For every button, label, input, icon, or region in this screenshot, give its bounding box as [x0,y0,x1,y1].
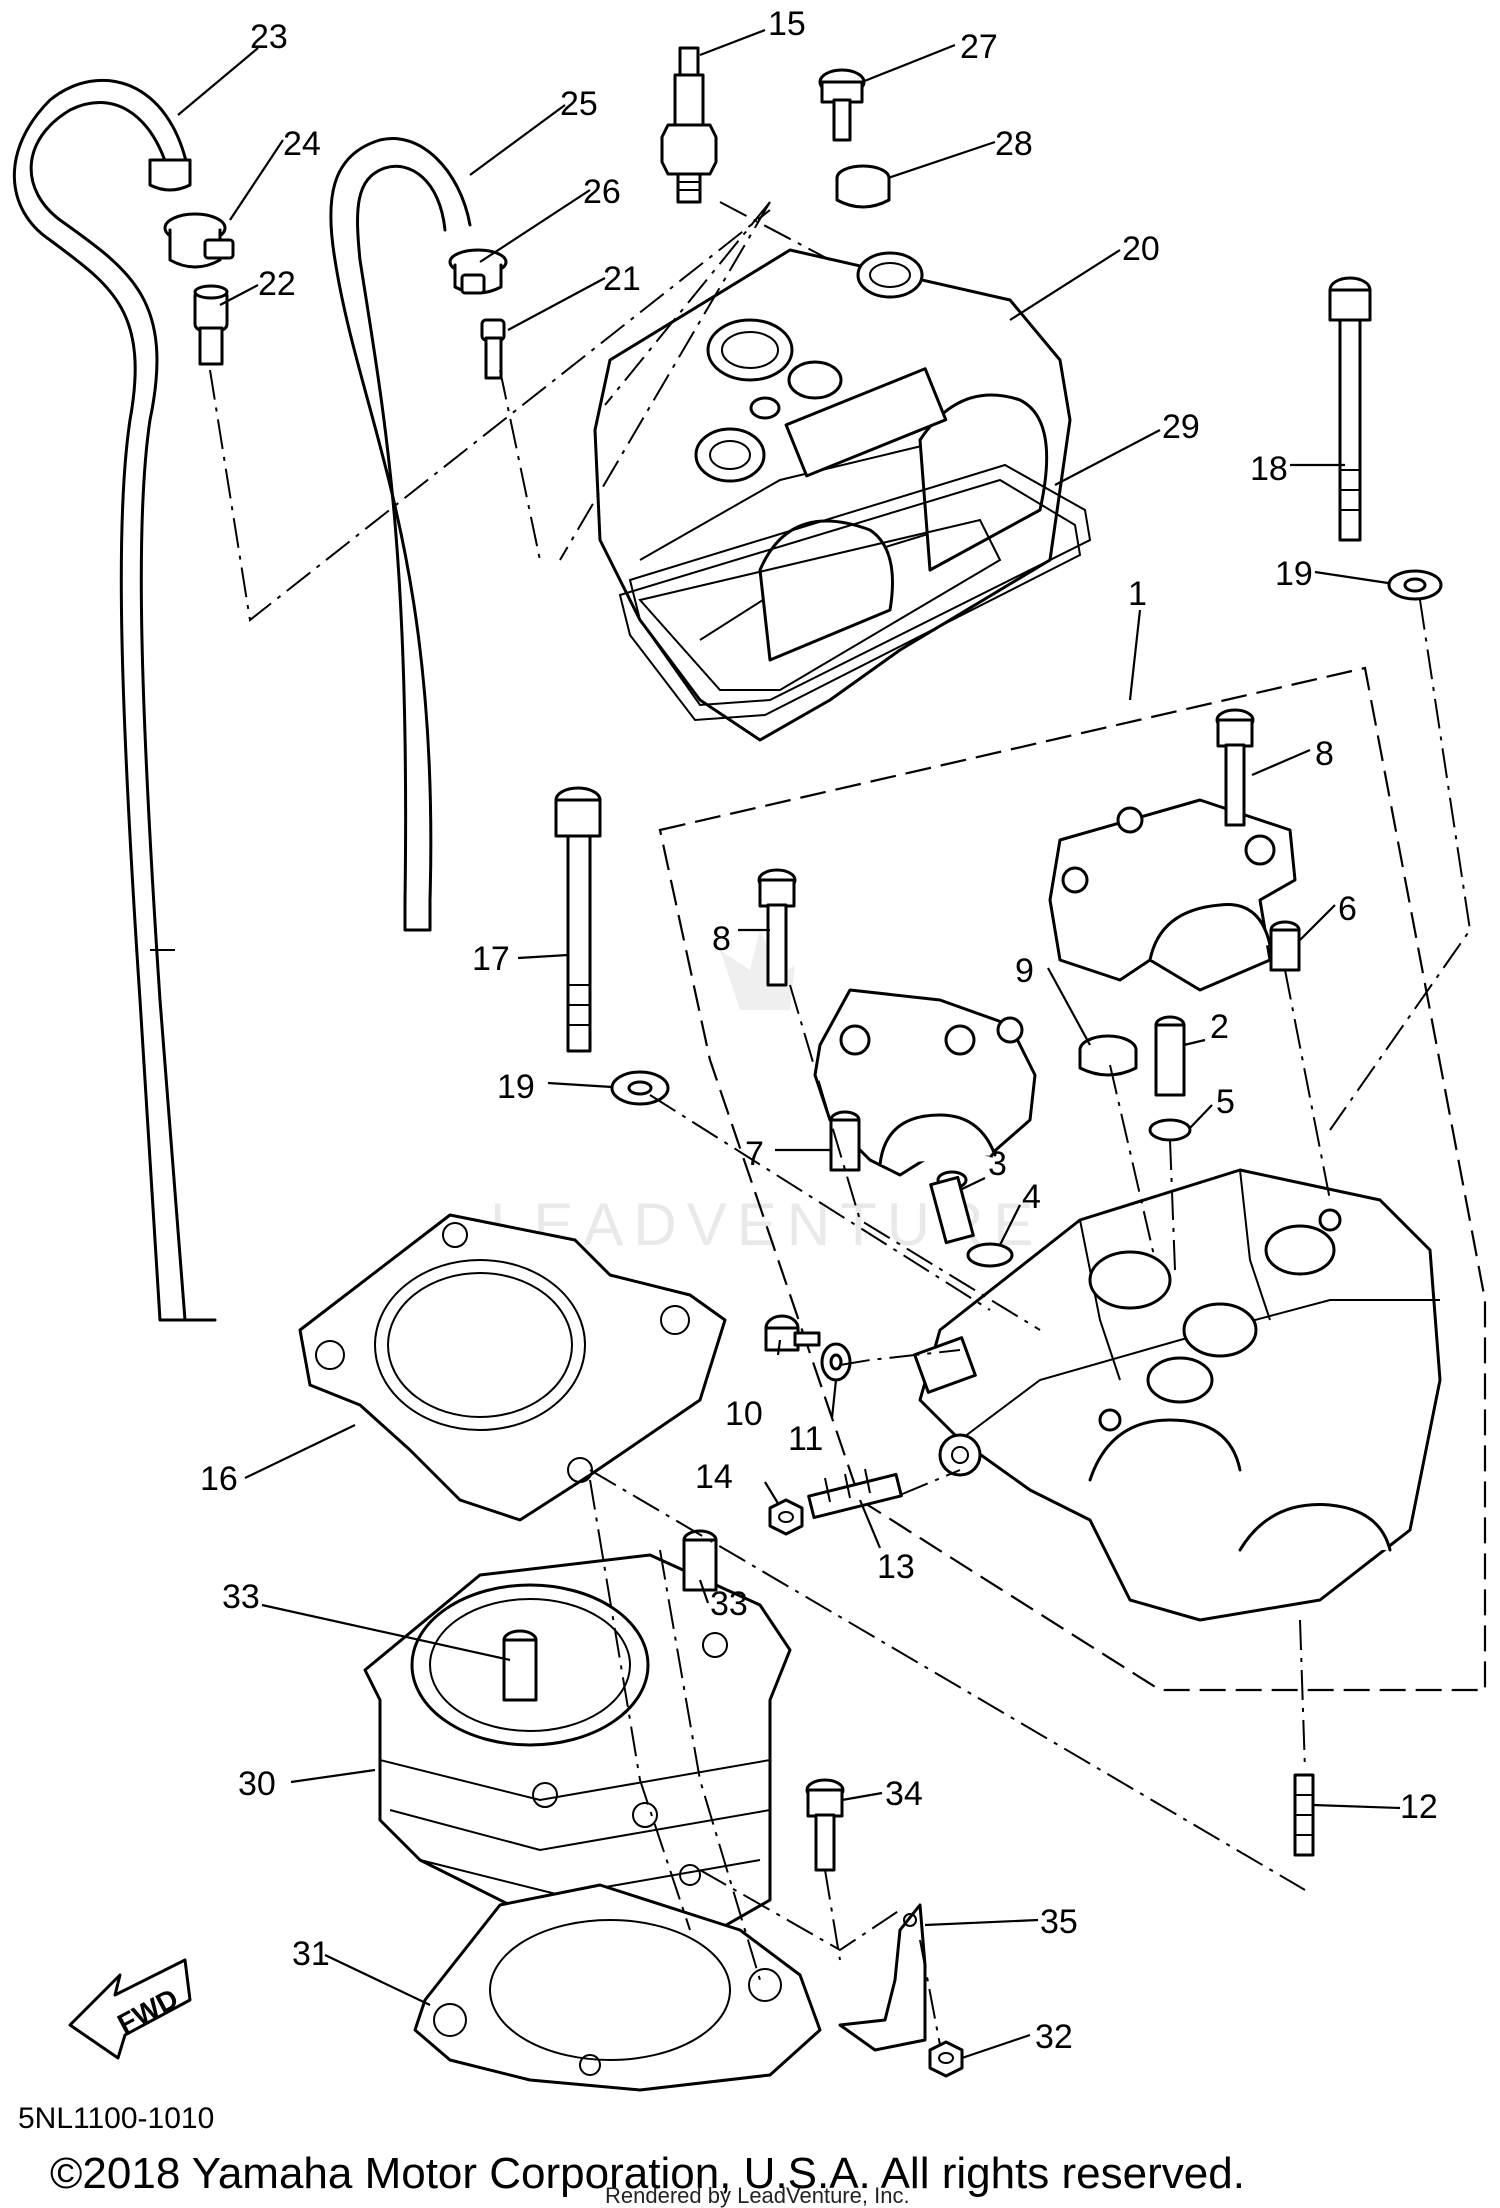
part-code: 5NL1100-1010 [18,2102,214,2135]
cam-bolt-8-right [1215,708,1255,827]
bracket-35 [838,1903,927,2052]
callout-32: 32 [1035,2018,1073,2056]
alignment-lines [209,201,1472,2046]
cylinder-head [913,1168,1442,1622]
callout-3: 3 [988,1145,1007,1183]
callout-15: 15 [768,5,806,43]
callout-24: 24 [283,125,321,163]
hose-fitting-21 [480,318,506,380]
bolt-34 [805,1778,845,1872]
hose-fitting-22 [193,284,229,366]
plug-3 [929,1170,975,1245]
rendered-by-notice: Rendered by LeadVenture, Inc. [605,2183,910,2208]
callout-7: 7 [745,1135,764,1173]
callout-33-left: 33 [222,1578,260,1616]
callout-26: 26 [583,173,621,211]
callout-19-left: 19 [497,1068,535,1106]
callout-5: 5 [1216,1083,1235,1121]
stud-bolt-13 [807,1468,903,1520]
breather-hose-23 [12,78,217,1322]
plug-9 [1078,1034,1138,1077]
leader-lines [177,28,1401,2060]
callout-17: 17 [472,940,510,978]
camshaft-cap-right [1048,798,1297,992]
o-ring-5 [1148,1118,1192,1142]
callout-25: 25 [560,85,598,123]
callout-14: 14 [695,1458,733,1496]
callout-23: 23 [250,18,288,56]
callout-16: 16 [200,1460,238,1498]
callout-33-right: 33 [710,1585,748,1623]
hose-clamp-26 [448,248,508,295]
callout-8-left: 8 [712,920,731,958]
head-gasket-16 [298,1213,727,1522]
cylinder-head-assembly-boundary [658,666,1487,1692]
callout-2: 2 [1210,1008,1229,1046]
callout-20: 20 [1122,230,1160,268]
hose-clamp-24 [163,212,235,269]
breather-hose-25 [329,137,472,932]
callout-18: 18 [1250,450,1288,488]
cover-gasket-29 [618,463,1092,722]
cover-grommet-28 [835,164,891,209]
callout-1: 1 [1128,575,1147,613]
callout-30: 30 [238,1765,276,1803]
copyright-notice: ©2018 Yamaha Motor Corporation, U.S.A. A… [50,2149,1245,2198]
callout-11: 11 [788,1420,823,1458]
callout-6: 6 [1338,890,1357,928]
nut-32 [928,2040,964,2078]
stud-bolt-12 [1293,1773,1315,1857]
cylinder-head-cover-20 [593,248,1072,742]
callout-21: 21 [603,260,641,298]
washer-19-left [610,1070,670,1106]
dowel-33-left [502,1629,538,1702]
camshaft-cap-left [813,988,1037,1177]
callout-31: 31 [292,1935,330,1973]
nut-14 [768,1498,804,1536]
callout-labels: 1 2 3 4 5 6 7 8 8 9 10 11 12 13 14 15 16… [200,5,1438,2056]
callout-29: 29 [1162,408,1200,446]
plug-2 [1154,1015,1186,1097]
callout-34: 34 [885,1775,923,1813]
head-bolt-18 [1328,276,1372,542]
callout-10: 10 [725,1395,763,1433]
callout-8-right: 8 [1315,735,1334,773]
spark-plug-15 [660,46,718,204]
callout-12: 12 [1400,1788,1438,1826]
bolt-10 [764,1314,821,1352]
callout-27: 27 [960,28,998,66]
callout-22: 22 [258,265,296,303]
callout-28: 28 [995,125,1033,163]
fwd-arrow-icon: FWD [68,1958,192,2060]
callout-35: 35 [1040,1903,1078,1941]
callout-19-right: 19 [1275,555,1313,593]
cover-bolt-27 [818,68,866,142]
dowel-7 [829,1110,861,1172]
callout-9: 9 [1015,952,1034,990]
head-bolt-17 [554,786,602,1053]
o-ring-4 [966,1242,1014,1268]
dowel-6 [1269,920,1301,972]
base-gasket-31 [413,1883,822,2092]
cam-bolt-8-left [757,868,797,987]
washer-11 [820,1342,852,1382]
callout-4: 4 [1022,1178,1041,1216]
callout-13: 13 [877,1548,915,1586]
washer-19-right [1387,569,1443,601]
